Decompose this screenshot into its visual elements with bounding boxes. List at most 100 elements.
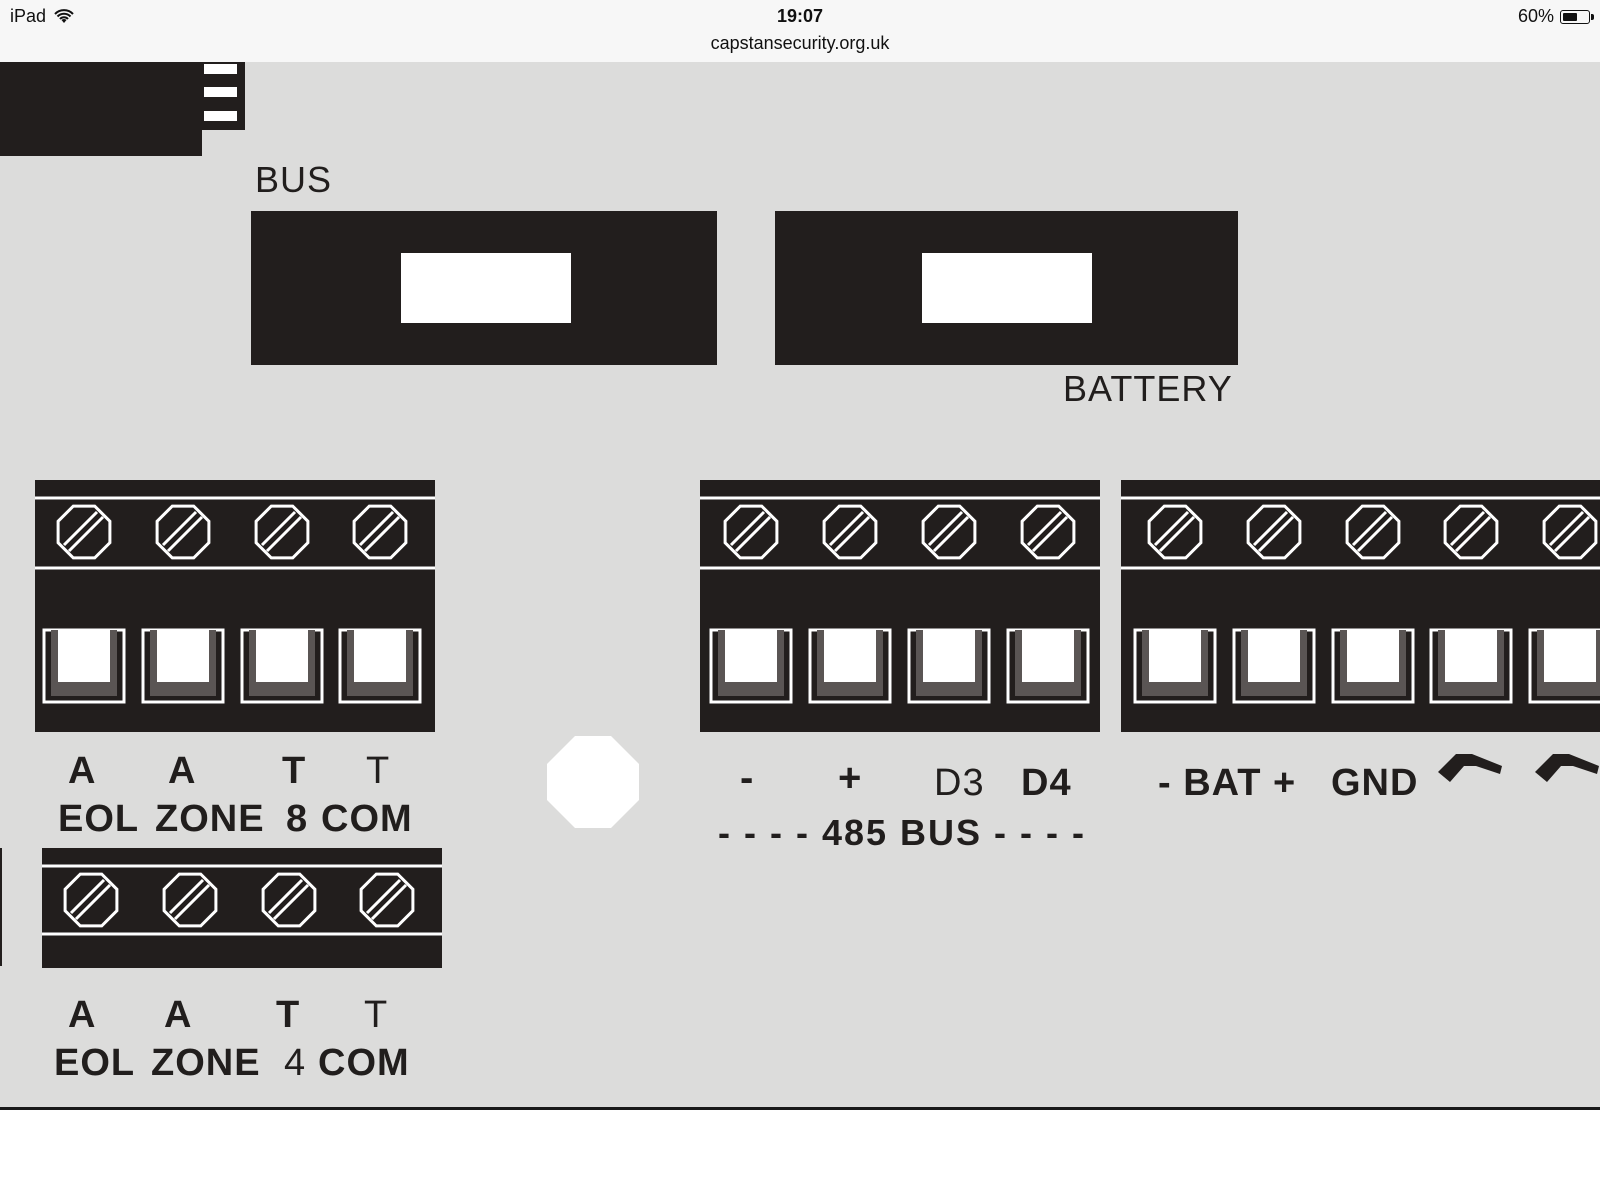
power-label-battery: - BAT + [1158, 762, 1297, 804]
wire-socket-opening [1248, 630, 1300, 682]
zone8-label-t2: T [366, 750, 391, 792]
status-bar: iPad 19:07 capstansecurity.org.uk 60% [0, 0, 1600, 63]
terminal-screw [723, 504, 779, 560]
screw-slot [166, 515, 204, 553]
battery-connector-socket [922, 253, 1092, 323]
bus485-terminals [700, 496, 1100, 704]
screw-slot [1031, 515, 1069, 553]
screw-slot [265, 515, 303, 553]
screw-slot [161, 510, 198, 547]
terminal-screw [921, 504, 977, 560]
wire-socket-opening [1149, 630, 1201, 682]
terminal-screw [155, 504, 211, 560]
zone4-label-a2: A [164, 994, 193, 1036]
bus-connector-socket [401, 253, 571, 323]
screw-slot [932, 515, 970, 553]
connector-pin [204, 111, 237, 121]
terminal-screw [261, 872, 317, 928]
zone8-label-com: COM [321, 798, 413, 840]
power-label-gnd: GND [1331, 762, 1419, 804]
bus485-label-d4: D4 [1021, 762, 1072, 804]
bus-label: BUS [255, 159, 333, 200]
zone4-label-number: 4 [284, 1042, 307, 1084]
screw-slot [729, 510, 766, 547]
screw-slot [833, 515, 871, 553]
bus485-caption: - - - - 485 BUS - - - - [718, 812, 1086, 853]
battery-percentage: 60% [1517, 6, 1554, 26]
screw-slot [1356, 515, 1394, 553]
terminal-screw [254, 504, 310, 560]
screw-slot [363, 515, 401, 553]
screw-slot [62, 510, 99, 547]
terminal-screw [1246, 504, 1302, 560]
zone4-label-a1: A [68, 994, 97, 1036]
screw-slot [1553, 515, 1591, 553]
terminal-screw [1020, 504, 1076, 560]
screw-slot [260, 510, 297, 547]
zone8-terminals [35, 496, 435, 704]
wire-socket-opening [58, 630, 110, 682]
device-name: iPad [10, 6, 47, 26]
screw-slot [267, 878, 304, 915]
wire-socket-opening [1022, 630, 1074, 682]
tamper-switch-icon [1438, 754, 1502, 782]
terminal-screw [56, 504, 112, 560]
status-right: 60% [1517, 6, 1594, 27]
terminal-screw [1443, 504, 1499, 560]
terminal-screw [1345, 504, 1401, 560]
battery-label: BATTERY [1063, 368, 1233, 409]
status-left: iPad [10, 6, 74, 27]
zone4-label-zone: ZONE [151, 1042, 261, 1084]
terminal-screw [1542, 504, 1598, 560]
wifi-icon [54, 8, 74, 23]
screw-slot [173, 883, 211, 921]
screw-slot [272, 883, 310, 921]
screw-slot [74, 883, 112, 921]
screw-slot [69, 878, 106, 915]
terminal-screw [1147, 504, 1203, 560]
terminal-screw [822, 504, 878, 560]
battery-fill [1563, 12, 1577, 21]
wire-socket-opening [923, 630, 975, 682]
wire-socket-opening [354, 630, 406, 682]
zone8-label-zone: ZONE [155, 798, 265, 840]
zone4-label-com: COM [318, 1042, 410, 1084]
board-edge-mark [0, 848, 2, 966]
terminal-screw [63, 872, 119, 928]
power-terminals [1121, 496, 1600, 704]
bus485-label-plus: + [838, 756, 863, 800]
screw-slot [927, 510, 964, 547]
screw-slot [365, 878, 402, 915]
screw-slot [1158, 515, 1196, 553]
zone8-label-t1: T [282, 750, 307, 792]
terminal-screw [359, 872, 415, 928]
screw-slot [1252, 510, 1289, 547]
connector-pin [204, 64, 237, 74]
circuit-board-diagram: BUS BATTERY A A T T EOL ZONE 8 COM - + D… [0, 62, 1600, 1110]
zone4-label-t1: T [276, 994, 301, 1036]
header-connector-body [0, 62, 202, 156]
screw-slot [828, 510, 865, 547]
wire-socket-opening [256, 630, 308, 682]
screw-slot [1548, 510, 1585, 547]
wire-socket-opening [1445, 630, 1497, 682]
screw-slot [168, 878, 205, 915]
screw-slot [1026, 510, 1063, 547]
bus485-label-minus: - [740, 756, 755, 800]
zone8-label-a1: A [68, 750, 97, 792]
address-bar-url[interactable]: capstansecurity.org.uk [710, 33, 890, 53]
clock: 19:07 [776, 6, 824, 26]
screw-slot [358, 510, 395, 547]
screw-slot [1257, 515, 1295, 553]
screw-slot [1454, 515, 1492, 553]
zone8-label-number: 8 [286, 798, 309, 840]
zone4-label-eol: EOL [54, 1042, 136, 1084]
zone8-label-a2: A [168, 750, 197, 792]
wire-socket-opening [824, 630, 876, 682]
zone4-label-t2: T [364, 994, 389, 1036]
mounting-hole [547, 736, 639, 828]
terminal-screw [162, 872, 218, 928]
screw-slot [1449, 510, 1486, 547]
connector-pin [204, 87, 237, 97]
wire-socket-opening [1347, 630, 1399, 682]
